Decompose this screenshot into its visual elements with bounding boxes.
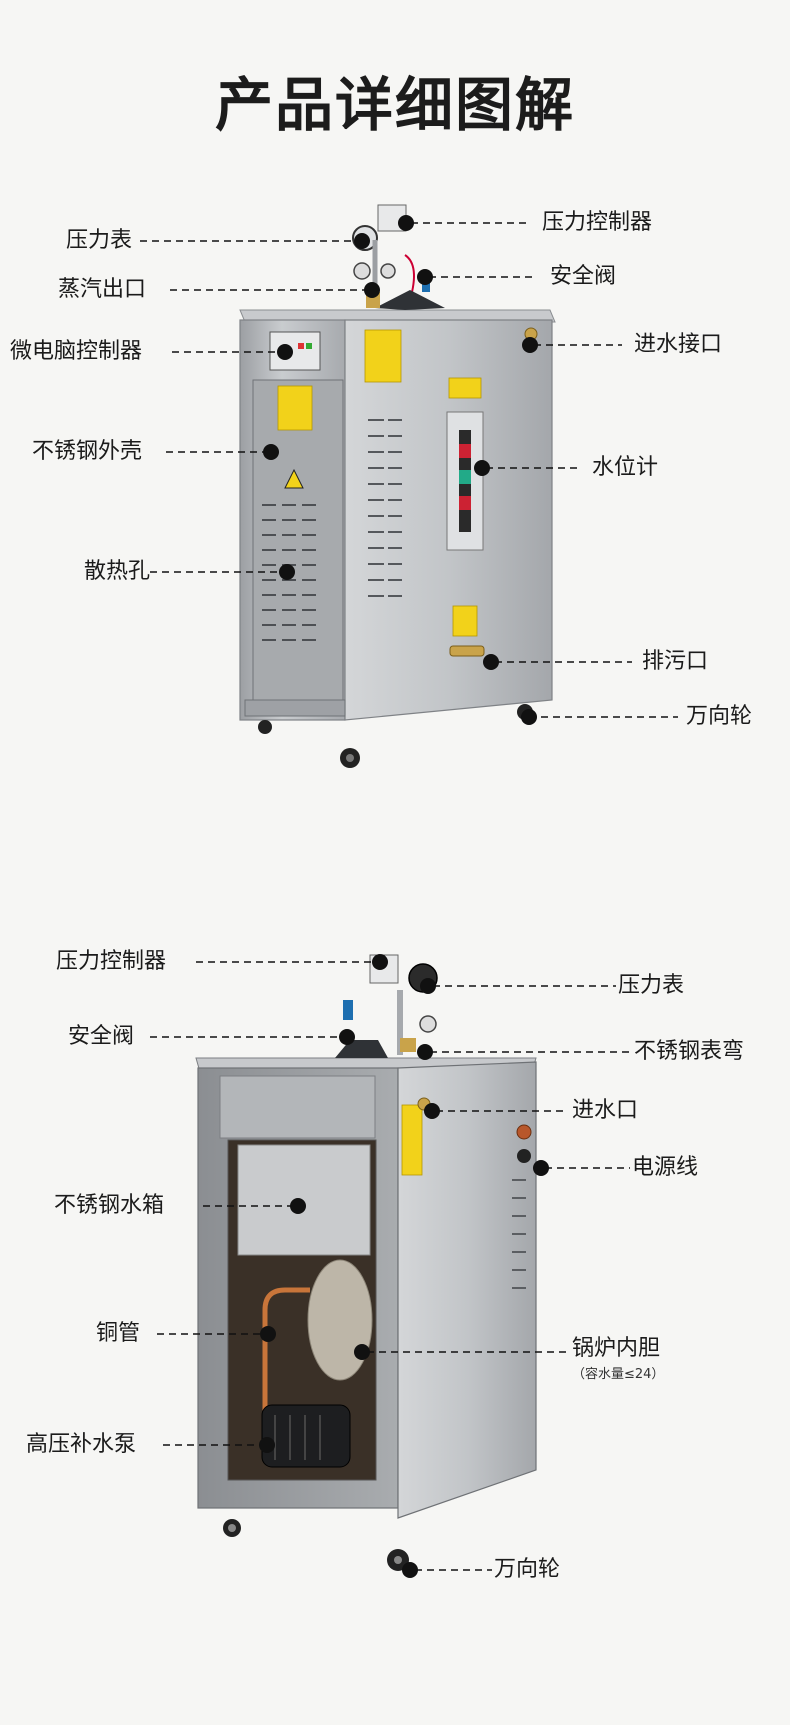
water-tank: [237, 1144, 371, 1256]
label-safety-valve: 安全阀: [550, 264, 617, 289]
marker-dots-2: [259, 954, 549, 1578]
label-water-tank: 不锈钢水箱: [54, 1193, 165, 1218]
label-shell: 不锈钢外壳: [32, 439, 143, 464]
boiler-exterior: [239, 204, 556, 768]
label-pressure-gauge: 压力表: [66, 228, 133, 253]
label-pressure-controller: 压力控制器: [542, 210, 653, 235]
label-steam-outlet: 蒸汽出口: [58, 277, 147, 302]
label-safety-valve-2: 安全阀: [68, 1024, 135, 1049]
label-water-inlet-2: 进水口: [572, 1098, 639, 1123]
boiler-interior: [195, 954, 537, 1571]
label-water-level: 水位计: [592, 455, 659, 480]
label-vents: 散热孔: [84, 559, 151, 584]
label-power-cord: 电源线: [632, 1155, 699, 1180]
page-title: 产品详细图解: [214, 71, 575, 139]
label-pressure-gauge-2: 压力表: [618, 973, 685, 998]
leader-lines-2: [150, 961, 632, 1571]
label-boiler-capacity: （容水量≤24）: [572, 1367, 665, 1382]
side-panel-2: [397, 1061, 537, 1519]
label-drain: 排污口: [642, 649, 709, 674]
label-caster: 万向轮: [686, 704, 753, 729]
label-boiler-core: 锅炉内胆: [572, 1336, 661, 1361]
label-pressure-controller-2: 压力控制器: [56, 949, 167, 974]
label-caster-2: 万向轮: [494, 1557, 561, 1582]
label-copper-pipe: 铜管: [96, 1321, 141, 1346]
label-pump: 高压补水泵: [26, 1432, 137, 1457]
boiler-core: [307, 1259, 373, 1381]
label-controller: 微电脑控制器: [10, 339, 143, 364]
leader-lines-1: [140, 222, 678, 718]
marker-dots-1: [263, 215, 538, 725]
label-water-inlet: 进水接口: [634, 332, 723, 357]
label-gauge-siphon: 不锈钢表弯: [634, 1039, 745, 1064]
